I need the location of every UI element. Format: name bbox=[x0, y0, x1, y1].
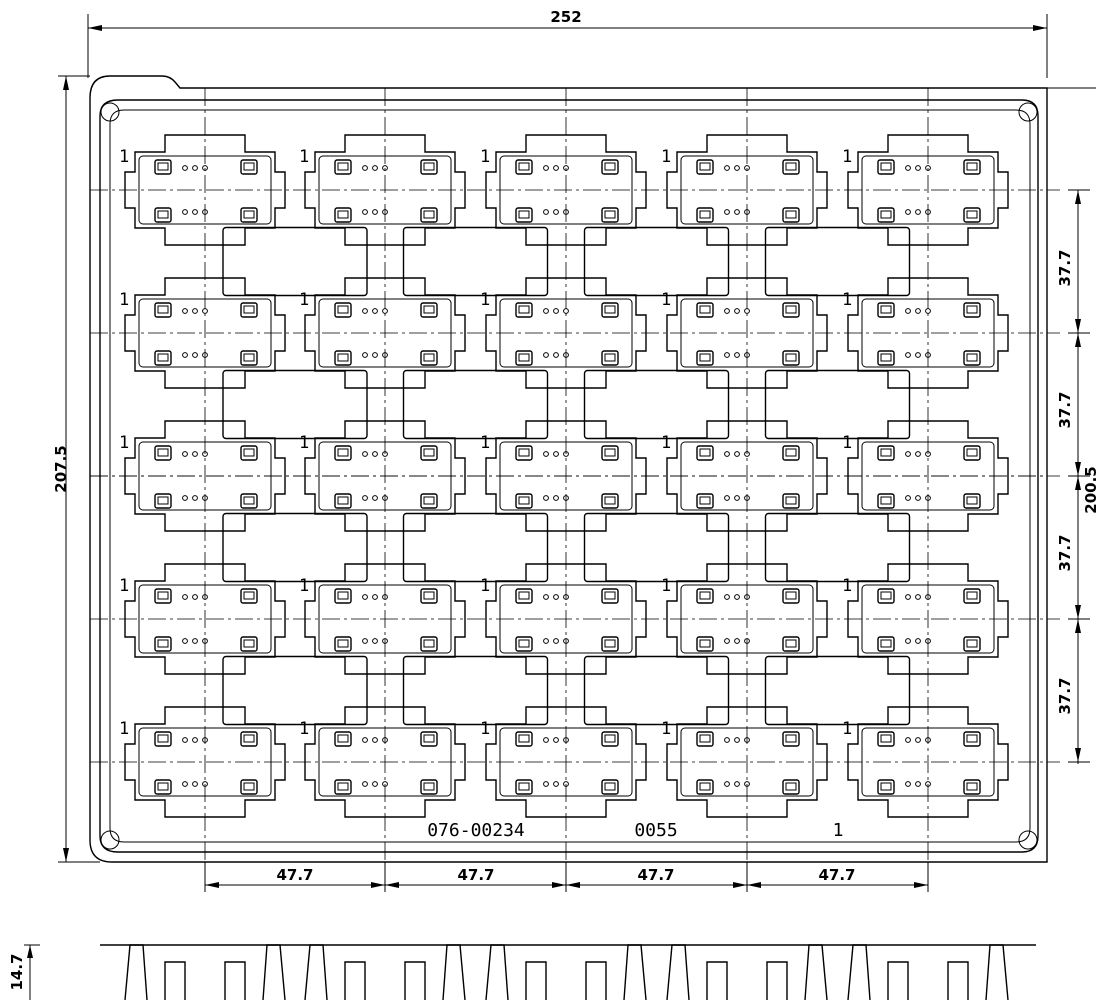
side-cell-3 bbox=[485, 944, 647, 1000]
revision-text: 1 bbox=[833, 820, 844, 841]
pocket: 1 bbox=[480, 277, 647, 389]
row-pitch-label-3: 37.7 bbox=[1056, 534, 1074, 571]
window-cutout bbox=[222, 512, 368, 583]
pin-one-marker: 1 bbox=[480, 290, 490, 310]
pin-one-marker: 1 bbox=[299, 719, 309, 739]
col-pitch-label-2: 47.7 bbox=[457, 866, 494, 884]
pin-one-marker: 1 bbox=[299, 290, 309, 310]
row-pitch-label-1: 37.7 bbox=[1056, 249, 1074, 286]
pin-one-marker: 1 bbox=[480, 576, 490, 596]
pocket: 1 bbox=[842, 420, 1009, 532]
pin-one-marker: 1 bbox=[842, 576, 852, 596]
center-lines bbox=[90, 88, 1060, 862]
window-cutout bbox=[764, 369, 911, 440]
pin-one-marker: 1 bbox=[480, 147, 490, 167]
overall-width-label: 252 bbox=[550, 8, 581, 26]
row-pitch-label-2: 37.7 bbox=[1056, 391, 1074, 428]
pocket: 1 bbox=[119, 706, 286, 818]
overall-width-dimension: 252 bbox=[87, 8, 1048, 78]
pin-one-marker: 1 bbox=[299, 147, 309, 167]
window-cutout bbox=[402, 512, 549, 583]
pin-one-marker: 1 bbox=[842, 147, 852, 167]
window-cutout bbox=[222, 655, 368, 726]
part-number-text: 076-00234 bbox=[427, 820, 525, 841]
pin-one-marker: 1 bbox=[119, 576, 129, 596]
pocket: 1 bbox=[661, 706, 828, 818]
pin-one-marker: 1 bbox=[661, 433, 671, 453]
pin-one-marker: 1 bbox=[661, 147, 671, 167]
side-cell-5 bbox=[847, 944, 1009, 1000]
pocket: 1 bbox=[480, 706, 647, 818]
col-pitch-label-1: 47.7 bbox=[276, 866, 313, 884]
window-cutout bbox=[402, 655, 549, 726]
window-cutout bbox=[764, 512, 911, 583]
pin-one-marker: 1 bbox=[119, 290, 129, 310]
window-cutout bbox=[583, 512, 730, 583]
depth-label: 14.7 bbox=[8, 953, 26, 990]
window-cutout bbox=[222, 369, 368, 440]
window-cutout bbox=[764, 226, 911, 297]
window-cutout bbox=[583, 226, 730, 297]
pocket: 1 bbox=[299, 706, 466, 818]
window-cutout bbox=[764, 655, 911, 726]
pin-one-marker: 1 bbox=[299, 433, 309, 453]
pin-one-marker: 1 bbox=[119, 433, 129, 453]
tray-outline bbox=[89, 75, 1048, 863]
side-cell-4 bbox=[666, 944, 828, 1000]
window-cutout bbox=[583, 369, 730, 440]
column-pitch-dimensions: 47.7 47.7 47.7 47.7 bbox=[204, 862, 929, 892]
row-pitch-label-4: 37.7 bbox=[1056, 677, 1074, 714]
pin-one-marker: 1 bbox=[842, 433, 852, 453]
pin-one-marker: 1 bbox=[480, 719, 490, 739]
pocket: 1 bbox=[842, 134, 1009, 246]
pocket: 1 bbox=[661, 563, 828, 675]
right-height-label: 200.5 bbox=[1082, 466, 1096, 513]
side-cell-2 bbox=[304, 944, 466, 1000]
row-pitch-dimensions: 37.7 37.7 37.7 37.7 200.5 bbox=[1036, 87, 1096, 764]
pin-one-marker: 1 bbox=[661, 290, 671, 310]
pin-one-marker: 1 bbox=[480, 433, 490, 453]
pin-one-marker: 1 bbox=[119, 719, 129, 739]
pin-one-marker: 1 bbox=[842, 719, 852, 739]
window-cutout bbox=[402, 369, 549, 440]
side-cell-1 bbox=[124, 944, 286, 1000]
pocket: 1 bbox=[842, 277, 1009, 389]
pin-one-marker: 1 bbox=[119, 147, 129, 167]
pocket-grid: 1 1 1 1 1 1 1 1 1 1 1 1 1 1 1 1 1 1 1 1 1 1 1 1 1 bbox=[119, 134, 1009, 818]
pin-one-marker: 1 bbox=[299, 576, 309, 596]
window-cutout bbox=[222, 226, 368, 297]
col-pitch-label-3: 47.7 bbox=[637, 866, 674, 884]
pocket: 1 bbox=[842, 563, 1009, 675]
col-pitch-label-4: 47.7 bbox=[818, 866, 855, 884]
pin-one-marker: 1 bbox=[661, 576, 671, 596]
pin-one-marker: 1 bbox=[842, 290, 852, 310]
code-text: 0055 bbox=[634, 820, 677, 841]
window-cutout bbox=[583, 655, 730, 726]
side-view: 14.7 bbox=[8, 944, 1036, 1000]
overall-height-label: 207.5 bbox=[52, 445, 70, 492]
overall-height-dimension: 207.5 bbox=[52, 75, 100, 863]
pocket: 1 bbox=[842, 706, 1009, 818]
pin-one-marker: 1 bbox=[661, 719, 671, 739]
pocket: 1 bbox=[661, 420, 828, 532]
window-cutout bbox=[402, 226, 549, 297]
pocket: 1 bbox=[119, 563, 286, 675]
